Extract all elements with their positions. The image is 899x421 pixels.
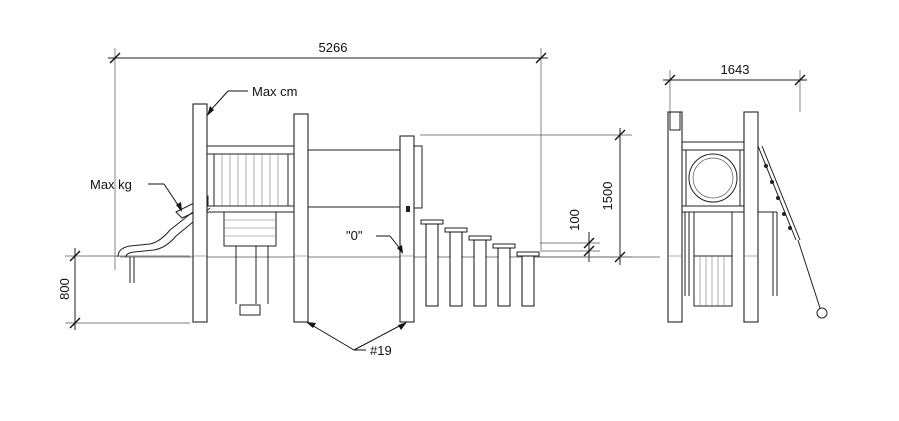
dim-main-width-label: 5266: [319, 40, 348, 55]
max-kg-label: Max kg: [90, 177, 132, 192]
dim-bar-height-label: 1500: [600, 182, 615, 211]
dimension-step-height: 100: [540, 209, 600, 262]
zero-ref-label: "0": [346, 228, 363, 243]
stepping-posts: [420, 219, 540, 307]
post: [667, 111, 683, 323]
post: [399, 135, 415, 323]
dim-platform-height-label: 800: [57, 278, 72, 300]
annotation-post-ref: #19: [306, 322, 407, 358]
dimension-platform-height: 800: [57, 248, 190, 330]
dim-step-height-label: 100: [567, 209, 582, 231]
post-ref-label: #19: [370, 343, 392, 358]
monkey-bar: [308, 135, 423, 323]
dimension-main-width: 5266: [108, 40, 548, 270]
dimension-side-width: 1643: [663, 62, 807, 112]
annotation-max-cm: Max cm: [207, 84, 298, 116]
post: [293, 113, 309, 323]
dim-side-width-label: 1643: [721, 62, 750, 77]
post: [743, 111, 759, 323]
annotation-max-kg: Max kg: [90, 177, 182, 212]
max-cm-label: Max cm: [252, 84, 298, 99]
tower-left: [192, 103, 309, 323]
annotation-zero: "0": [346, 228, 403, 254]
post: [192, 103, 208, 323]
side-view: [667, 111, 828, 323]
